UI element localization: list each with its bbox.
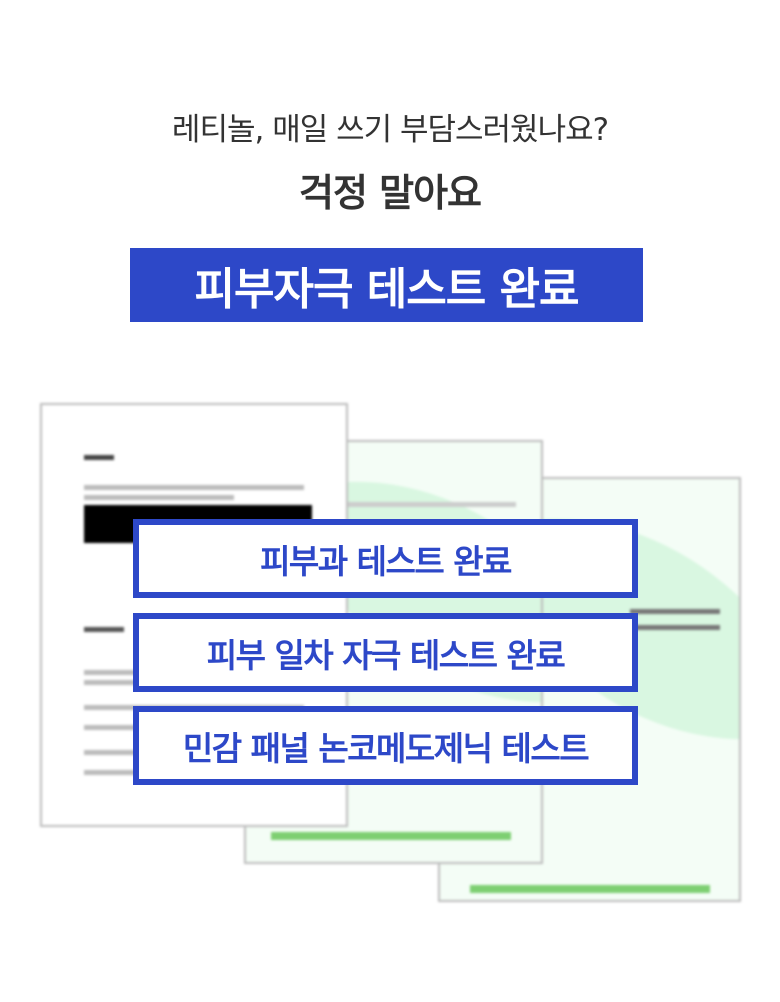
subtitle: 레티놀, 매일 쓰기 부담스러웠나요? bbox=[171, 112, 609, 148]
test-label-noncomedogenic: 민감 패널 논코메도제닉 테스트 bbox=[133, 706, 638, 785]
test-label-dermatology: 피부과 테스트 완료 bbox=[133, 519, 638, 598]
test-label-primary-irritation: 피부 일차 자극 테스트 완료 bbox=[133, 613, 638, 692]
headline: 걱정 말아요 bbox=[298, 171, 482, 215]
badge-skin-irritation-test: 피부자극 테스트 완료 bbox=[130, 248, 643, 322]
